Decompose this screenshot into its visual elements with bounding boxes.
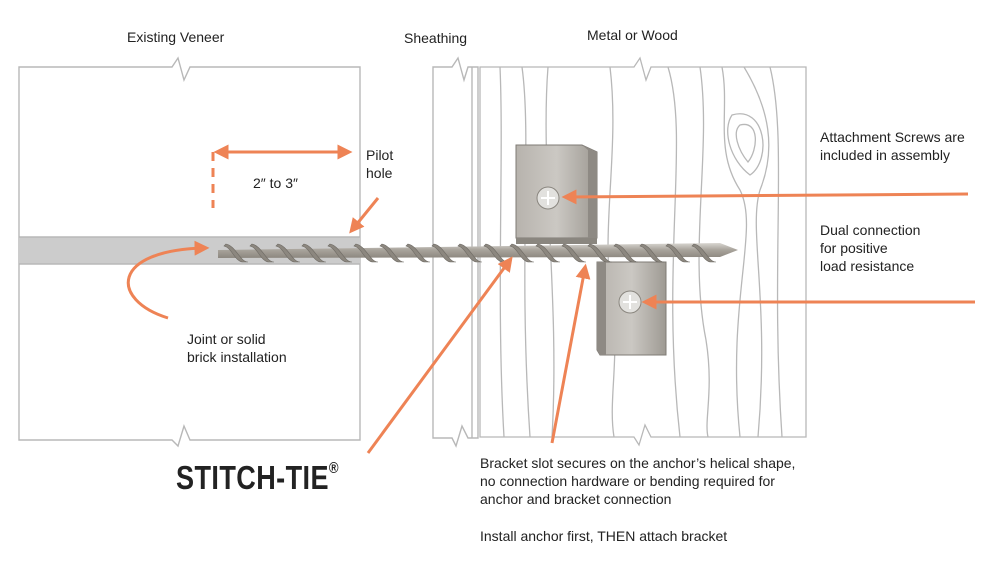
screw-icon (618, 290, 642, 314)
column-label-sheathing: Sheathing (404, 30, 468, 46)
helix-twist (379, 243, 405, 263)
screws-note: Attachment Screws are included in assemb… (820, 129, 965, 163)
spacing-label: 2″ to 3″ (253, 175, 298, 191)
screw-icon (536, 186, 560, 210)
helix-twist (509, 243, 535, 263)
stitch-tie-logo: STITCH-TIE® (176, 459, 339, 497)
annotation-arrows (126, 144, 975, 454)
helix-twist (535, 243, 561, 263)
helix-twist (223, 243, 249, 263)
helix-twist (431, 243, 457, 263)
dual-connection-note: Dual connection for positive load resist… (820, 222, 921, 274)
column-label-veneer: Existing Veneer (127, 29, 225, 45)
helix-twist (457, 243, 483, 263)
helix-twist (301, 243, 327, 263)
screw-arrow (561, 189, 969, 205)
bracket-slot-note: Bracket slot secures on the anchor’s hel… (480, 455, 796, 507)
column-label-stud: Metal or Wood (587, 27, 678, 43)
helix-twist (561, 243, 587, 263)
helix-twist (639, 243, 665, 263)
helix-twist (691, 243, 717, 263)
pilot-hole-label: Pilot hole (366, 147, 394, 181)
helix-twist (587, 243, 613, 263)
helix-twist (249, 243, 275, 263)
slot-arrow (366, 256, 513, 454)
helix-twist (613, 243, 639, 263)
helix-twist (665, 243, 691, 263)
joint-installation-arrow (126, 240, 210, 320)
helix-twist (353, 243, 379, 263)
install-note: Install anchor first, THEN attach bracke… (480, 528, 728, 544)
helix-twist (275, 243, 301, 263)
helix-twist (327, 243, 353, 263)
helix-twist (405, 243, 431, 263)
slot-arrow (550, 263, 591, 444)
joint-note: Joint or solid brick installation (187, 331, 287, 365)
brand-name: STITCH-TIE (176, 459, 329, 496)
registered-mark: ® (328, 460, 340, 477)
pilot-hole-arrow (349, 197, 380, 234)
helical-anchor (218, 243, 738, 263)
